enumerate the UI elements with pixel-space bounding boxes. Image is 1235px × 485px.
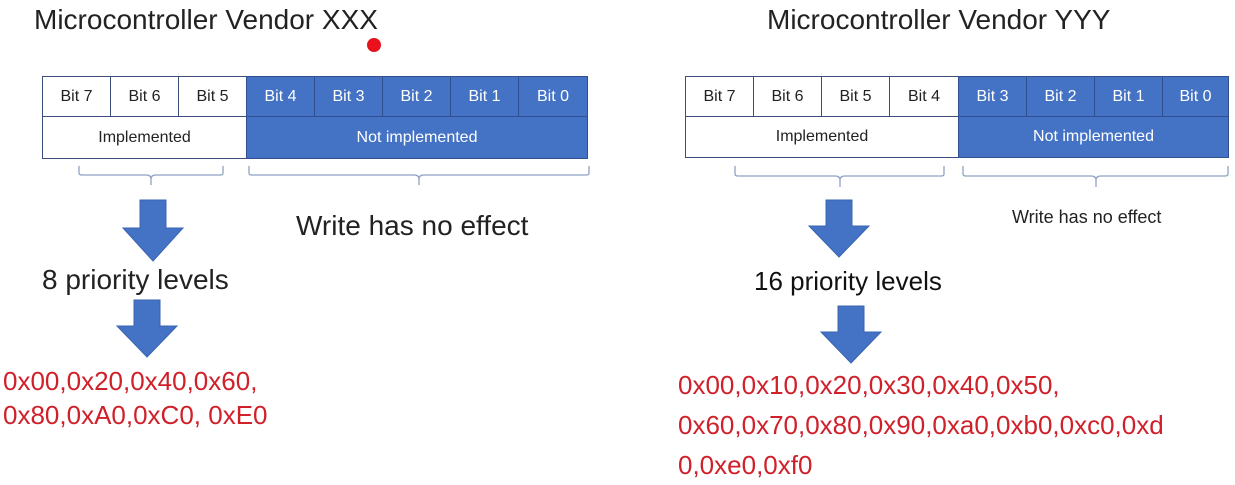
right-bit-3: Bit 3 bbox=[958, 76, 1027, 117]
left-write-note: Write has no effect bbox=[296, 210, 529, 241]
right-bit-1: Bit 1 bbox=[1094, 76, 1163, 117]
left-values-line-1: 0x00,0x20,0x40,0x60, bbox=[3, 366, 258, 396]
left-priority-levels: 8 priority levels bbox=[42, 264, 229, 295]
left-title: Microcontroller Vendor XXX bbox=[34, 4, 378, 35]
left-bit-0: Bit 0 bbox=[518, 76, 588, 117]
left-bit-4: Bit 4 bbox=[246, 76, 315, 117]
right-bit-5: Bit 5 bbox=[821, 76, 890, 117]
right-bit-7: Bit 7 bbox=[685, 76, 754, 117]
right-bit-6: Bit 6 bbox=[753, 76, 822, 117]
right-down-arrow-1 bbox=[807, 199, 871, 258]
left-bit-5: Bit 5 bbox=[178, 76, 247, 117]
red-dot-marker bbox=[367, 38, 381, 52]
right-not-implemented-brace bbox=[962, 166, 1229, 187]
left-down-arrow-1 bbox=[121, 199, 185, 262]
right-values-line-2: 0x60,0x70,0x80,0x90,0xa0,0xb0,0xc0,0xd bbox=[678, 410, 1164, 440]
right-write-note: Write has no effect bbox=[1012, 207, 1162, 227]
left-bit-7: Bit 7 bbox=[42, 76, 111, 117]
right-bit-0: Bit 0 bbox=[1162, 76, 1229, 117]
right-title: Microcontroller Vendor YYY bbox=[767, 4, 1111, 35]
right-down-arrow-2 bbox=[819, 305, 883, 364]
right-bit-4: Bit 4 bbox=[889, 76, 959, 117]
right-values-line-3: 0,0xe0,0xf0 bbox=[678, 450, 813, 480]
left-down-arrow-2 bbox=[115, 299, 179, 358]
left-not-implemented-brace bbox=[248, 166, 590, 185]
left-not-implemented-cell: Not implemented bbox=[246, 116, 588, 159]
left-bit-1: Bit 1 bbox=[450, 76, 519, 117]
right-implemented-brace bbox=[734, 166, 945, 187]
left-bit-6: Bit 6 bbox=[110, 76, 179, 117]
left-bit-2: Bit 2 bbox=[382, 76, 451, 117]
left-implemented-cell: Implemented bbox=[42, 116, 247, 159]
right-values-line-1: 0x00,0x10,0x20,0x30,0x40,0x50, bbox=[678, 370, 1060, 400]
left-bit-3: Bit 3 bbox=[314, 76, 383, 117]
left-implemented-brace bbox=[78, 166, 224, 185]
right-bit-2: Bit 2 bbox=[1026, 76, 1095, 117]
left-values-line-2: 0x80,0xA0,0xC0, 0xE0 bbox=[3, 400, 268, 430]
right-not-implemented-cell: Not implemented bbox=[958, 116, 1229, 158]
right-implemented-cell: Implemented bbox=[685, 116, 959, 158]
right-priority-levels: 16 priority levels bbox=[754, 266, 942, 296]
